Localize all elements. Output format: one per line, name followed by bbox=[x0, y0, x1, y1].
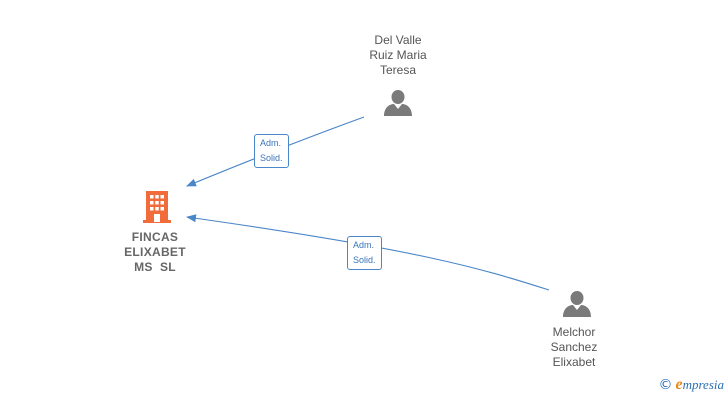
edge-line-bottom bbox=[186, 214, 550, 291]
brand-watermark: ©empresia bbox=[658, 376, 724, 394]
edge-label-top: Adm. Solid. bbox=[254, 134, 289, 168]
person-name-bottom[interactable]: Melchor Sanchez Elixabet bbox=[550, 325, 598, 369]
brand-initial: e bbox=[675, 376, 683, 393]
building-icon[interactable] bbox=[143, 191, 171, 223]
company-name[interactable]: FINCAS ELIXABET MS SL bbox=[124, 230, 186, 274]
person-icon[interactable] bbox=[563, 291, 591, 317]
person-icon[interactable] bbox=[384, 90, 412, 116]
edge-label-bottom: Adm. Solid. bbox=[347, 236, 382, 270]
person-name-top[interactable]: Del Valle Ruiz Maria Teresa bbox=[369, 33, 427, 77]
brand-name: mpresia bbox=[682, 377, 724, 392]
copyright-symbol: © bbox=[658, 377, 673, 393]
